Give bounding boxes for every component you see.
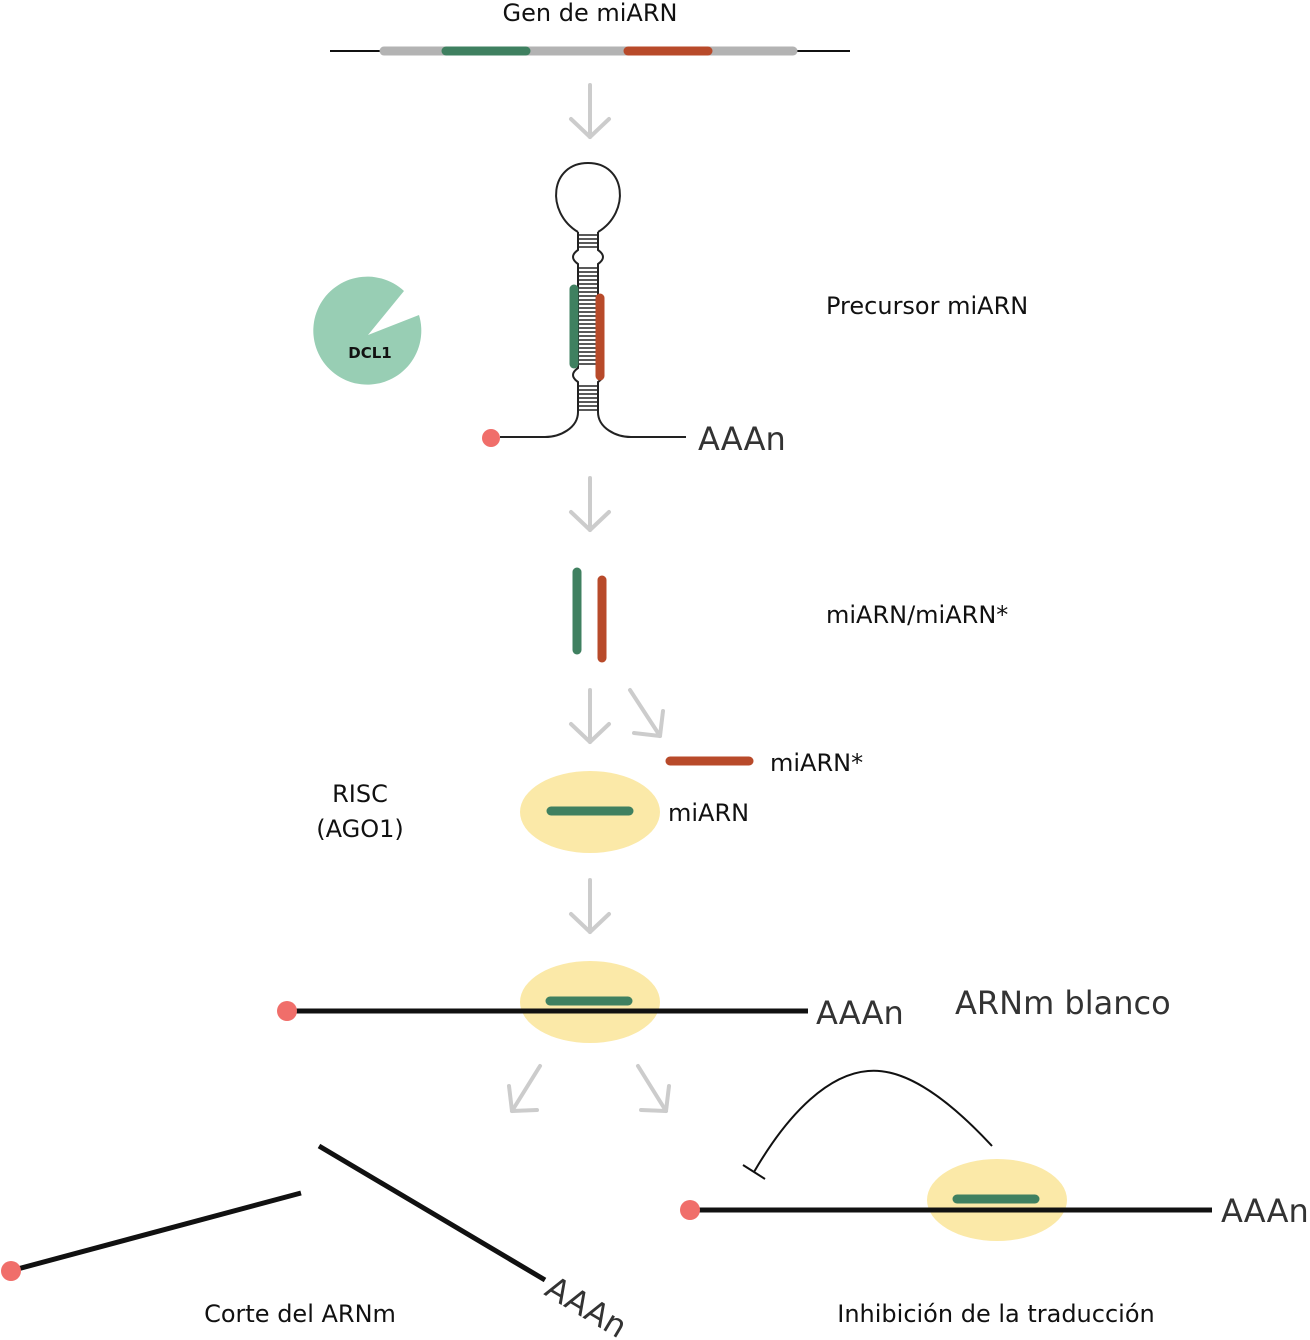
cleaved-fragment-5prime bbox=[9, 1190, 302, 1274]
cap-dot-icon bbox=[1, 1261, 21, 1281]
pacman-enzyme-icon bbox=[313, 276, 422, 385]
inhibition-curve bbox=[753, 1069, 993, 1173]
hairpin-loop bbox=[555, 161, 621, 233]
mirna-star-label: miARN* bbox=[770, 749, 863, 777]
precursor-poly-a: AAAn bbox=[698, 420, 786, 458]
cleaved-poly-a: AAAn bbox=[539, 1268, 634, 1340]
risc-ago1-label: (AGO1) bbox=[316, 815, 403, 843]
inhibited-poly-a: AAAn bbox=[1221, 1192, 1309, 1230]
diagonal-arrow-icon bbox=[507, 1064, 542, 1113]
hairpin-left-strand bbox=[500, 232, 579, 438]
dcl1-enzyme: DCL1 bbox=[313, 276, 422, 385]
cap-dot-icon bbox=[277, 1001, 297, 1021]
cleaved-fragment-3prime bbox=[317, 1143, 547, 1283]
duplex-label: miARN/miARN* bbox=[826, 601, 1008, 629]
target-poly-a: AAAn bbox=[816, 994, 904, 1032]
gene-label: Gen de miARN bbox=[503, 0, 678, 27]
cap-dot-icon bbox=[482, 429, 500, 447]
inhibition-label: Inhibición de la traducción bbox=[837, 1300, 1154, 1328]
hairpin-right-strand bbox=[597, 232, 686, 438]
cap-dot-icon bbox=[680, 1200, 700, 1220]
dcl1-label: DCL1 bbox=[348, 344, 391, 362]
t-bar-inhibition-icon bbox=[742, 1164, 766, 1180]
mirna-label: miARN bbox=[668, 799, 749, 827]
down-arrow-icon bbox=[569, 878, 611, 934]
risc-label: RISC bbox=[332, 780, 388, 808]
precursor-hairpin bbox=[500, 161, 686, 438]
diagonal-arrow-icon bbox=[628, 688, 665, 738]
translation-inhibition: AAAn bbox=[680, 1069, 1309, 1241]
down-arrow-icon bbox=[569, 476, 611, 532]
diagonal-arrow-icon bbox=[636, 1064, 671, 1113]
down-arrow-icon bbox=[569, 83, 611, 139]
target-label: ARNm blanco bbox=[955, 984, 1171, 1022]
down-arrow-icon bbox=[569, 688, 611, 744]
precursor-label: Precursor miARN bbox=[826, 292, 1028, 320]
base-pair-rungs bbox=[578, 234, 598, 411]
cleavage-label: Corte del ARNm bbox=[204, 1300, 396, 1328]
